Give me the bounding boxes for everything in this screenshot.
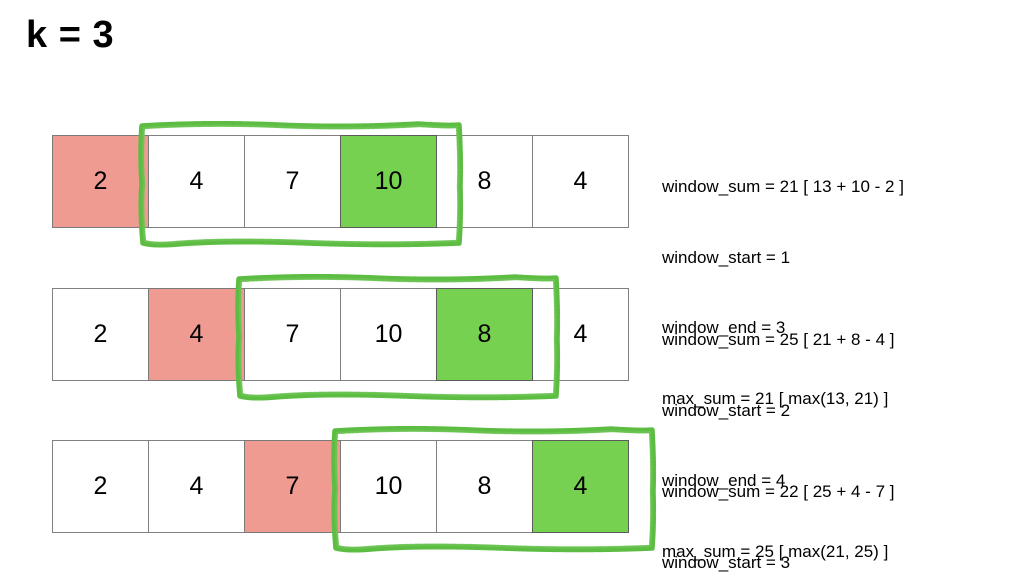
array-cell[interactable]: 8 bbox=[436, 288, 533, 381]
annotation-window-end: window_end = 4 bbox=[662, 471, 786, 490]
array-cell[interactable]: 2 bbox=[52, 135, 149, 228]
array-strip-2: 2 4 7 10 8 4 bbox=[52, 288, 629, 381]
step-row-2: 2 4 7 10 8 4 window_sum = 25 [ 21 + 8 - … bbox=[0, 273, 1024, 561]
array-cell[interactable]: 4 bbox=[532, 288, 629, 381]
array-cell[interactable]: 10 bbox=[340, 288, 437, 381]
array-cell[interactable]: 4 bbox=[148, 288, 245, 381]
page-title: k = 3 bbox=[26, 14, 115, 56]
annotation-block-1: window_sum = 21 [ 13 + 10 - 2 ] window_s… bbox=[662, 128, 904, 457]
array-cell[interactable]: 2 bbox=[52, 288, 149, 381]
annotation-window-sum: window_sum = 21 [ 13 + 10 - 2 ] bbox=[662, 177, 904, 196]
annotation-max-sum: max_sum = 21 [ max(13, 21) ] bbox=[662, 388, 889, 408]
annotation-window-sum: window_sum = 25 [ 21 + 8 - 4 ] bbox=[662, 330, 895, 349]
annotation-block-3: window_sum = 22 [ 25 + 4 - 7 ] window_st… bbox=[662, 433, 894, 580]
array-cell[interactable]: 10 bbox=[340, 440, 437, 533]
array-cell[interactable]: 8 bbox=[436, 440, 533, 533]
annotation-window-start: window_start = 1 bbox=[662, 247, 791, 267]
array-strip-3: 2 4 7 10 8 4 bbox=[52, 440, 629, 533]
array-cell[interactable]: 4 bbox=[532, 440, 629, 533]
array-cell[interactable]: 7 bbox=[244, 135, 341, 228]
array-strip-1: 2 4 7 10 8 4 bbox=[52, 135, 629, 228]
annotation-block-2: window_sum = 25 [ 21 + 8 - 4 ] window_st… bbox=[662, 281, 894, 580]
array-cell[interactable]: 4 bbox=[148, 135, 245, 228]
array-cell[interactable]: 7 bbox=[244, 440, 341, 533]
annotation-window-start: window_start = 2 bbox=[662, 400, 791, 420]
annotation-window-start: window_start = 3 bbox=[662, 552, 791, 572]
annotation-window-sum: window_sum = 22 [ 25 + 4 - 7 ] bbox=[662, 482, 895, 501]
annotation-max-sum: max_sum = 25 [ max(21, 25) ] bbox=[662, 541, 889, 561]
array-cell[interactable]: 7 bbox=[244, 288, 341, 381]
array-cell[interactable]: 4 bbox=[532, 135, 629, 228]
array-cell[interactable]: 10 bbox=[340, 135, 437, 228]
step-row-3: 2 4 7 10 8 4 window_sum = 22 [ 25 + 4 - … bbox=[0, 425, 1024, 572]
array-cell[interactable]: 8 bbox=[436, 135, 533, 228]
array-cell[interactable]: 2 bbox=[52, 440, 149, 533]
array-cell[interactable]: 4 bbox=[148, 440, 245, 533]
annotation-window-end: window_end = 3 bbox=[662, 318, 786, 337]
step-row-1: 2 4 7 10 8 4 window_sum = 21 [ 13 + 10 -… bbox=[0, 120, 1024, 408]
